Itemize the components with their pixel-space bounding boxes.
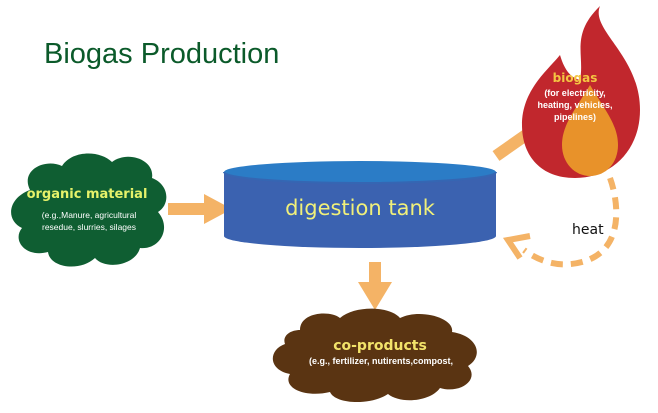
page-title: Biogas Production bbox=[44, 38, 280, 70]
organic-material-desc-line2: resedue, slurries, silages bbox=[41, 222, 136, 232]
co-products-cloud bbox=[272, 308, 477, 403]
arrow-tank-to-coproducts bbox=[358, 262, 392, 310]
organic-material-desc-line1: (e.g.,Manure, agricultural bbox=[41, 210, 137, 220]
co-products-title: co-products bbox=[333, 338, 427, 354]
arrow-organic-to-tank bbox=[168, 194, 232, 224]
digestion-tank bbox=[223, 161, 497, 248]
biogas-flame bbox=[522, 6, 640, 178]
heat-return-arrow bbox=[502, 176, 620, 268]
digestion-tank-label: digestion tank bbox=[285, 196, 435, 220]
biogas-desc-line1: (for electricity, bbox=[544, 88, 606, 98]
biogas-desc-line2: heating, vehicles, bbox=[537, 100, 613, 110]
organic-material-description: (e.g.,Manure, agricultural resedue, slur… bbox=[14, 209, 164, 233]
heat-label: heat bbox=[572, 222, 604, 238]
organic-material-title: organic material bbox=[26, 187, 148, 202]
biogas-title: biogas bbox=[552, 71, 598, 85]
organic-material-cloud bbox=[11, 153, 167, 267]
biogas-desc-line3: pipelines) bbox=[553, 112, 596, 122]
biogas-description: (for electricity, heating, vehicles, pip… bbox=[530, 87, 620, 123]
co-products-description: (e.g., fertilizer, nutirents,compost, bbox=[308, 356, 454, 366]
